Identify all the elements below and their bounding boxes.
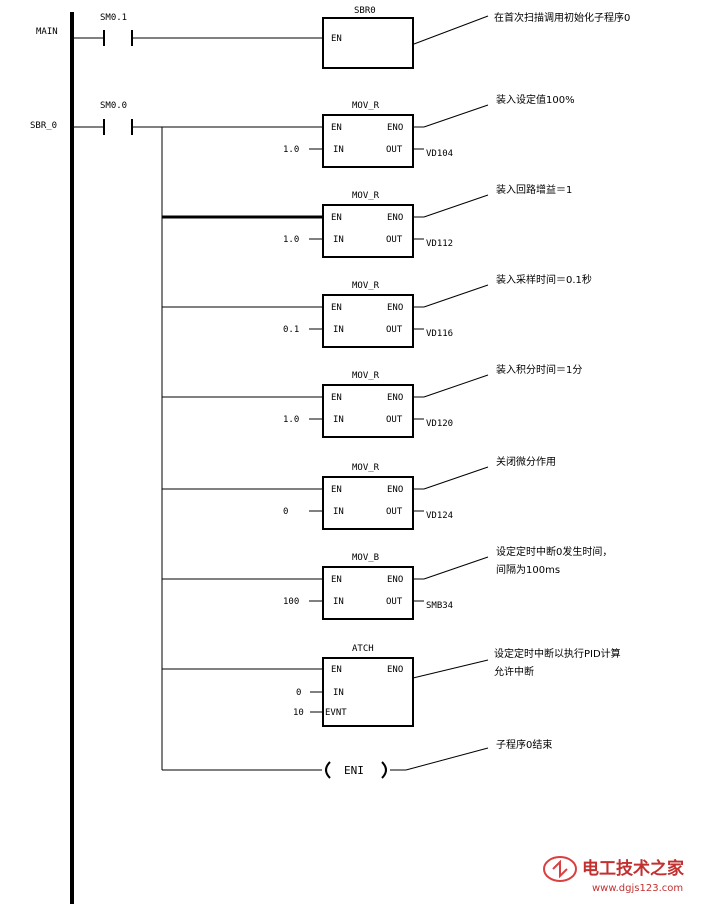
move-block-out-label: OUT (386, 325, 403, 335)
watermark-logo: 电工技术之家 www.dgjs123.com (543, 856, 684, 894)
move-block-eno-label: ENO (387, 213, 403, 223)
main-comment: 在首次扫描调用初始化子程序0 (494, 11, 630, 24)
main-rail-label: MAIN (36, 27, 58, 37)
atch-eno-label: ENO (387, 665, 403, 675)
atch-evnt-label: EVNT (325, 708, 347, 718)
move-block-out-label: OUT (386, 145, 403, 155)
move-block-title: MOV_R (352, 101, 380, 111)
move-block-box (322, 384, 414, 438)
move-block-4: MOV_R EN ENO IN OUT 1.0 VD120 装入积分时间＝1分 (162, 363, 582, 438)
move-block-en-label: EN (331, 393, 342, 403)
move-block-title: MOV_R (352, 371, 380, 381)
eni-coil-label: ENI (344, 764, 364, 777)
move-block-box (322, 566, 414, 620)
sbr0-block-title: SBR0 (354, 6, 376, 16)
watermark-url: www.dgjs123.com (592, 883, 683, 894)
move-block-in-label: IN (333, 235, 344, 245)
sbr0-en-label: EN (331, 34, 342, 44)
move-block-in-label: IN (333, 507, 344, 517)
move-block-out-label: OUT (386, 235, 403, 245)
move-block-eno-label: ENO (387, 123, 403, 133)
move-block-in-value: 1.0 (283, 235, 299, 245)
eni-coil-left (325, 761, 331, 779)
move-block-eno-label: ENO (387, 393, 403, 403)
move-block-comment-leader (423, 104, 489, 128)
eni-coil-right (381, 761, 387, 779)
move-block-in-value: 0.1 (283, 325, 299, 335)
atch-block-title: ATCH (352, 644, 374, 654)
move-block-box (322, 476, 414, 530)
atch-in-value: 0 (296, 688, 301, 698)
sbr0-rail-label: SBR_0 (30, 121, 57, 131)
move-block-en-label: EN (331, 213, 342, 223)
atch-in-label: IN (333, 688, 344, 698)
move-block-out-value: VD104 (426, 149, 453, 159)
move-block-in-label: IN (333, 415, 344, 425)
move-block-title: MOV_R (352, 463, 380, 473)
watermark-title: 电工技术之家 (582, 858, 684, 879)
eni-comment: 子程序0结束 (496, 738, 552, 751)
move-block-eno-label: ENO (387, 485, 403, 495)
move-block-comment-line-1: 装入积分时间＝1分 (496, 363, 582, 376)
move-block-comment-leader (423, 556, 489, 580)
move-block-comment-leader (423, 284, 489, 308)
move-block-out-value: VD124 (426, 511, 453, 521)
main-comment-leader (413, 15, 489, 45)
move-block-eno-label: ENO (387, 575, 403, 585)
move-block-comment-line-1: 设定定时中断0发生时间， (496, 545, 612, 558)
move-block-comment-line-2: 间隔为100ms (496, 563, 560, 576)
move-block-2: MOV_R EN ENO IN OUT 1.0 VD112 装入回路增益＝1 (162, 183, 572, 258)
move-block-comment-line-1: 装入采样时间＝0.1秒 (496, 273, 592, 286)
move-block-comment-leader (423, 374, 489, 398)
contact-sm01-label: SM0.1 (100, 13, 127, 23)
move-block-in-label: IN (333, 597, 344, 607)
move-block-box (322, 114, 414, 168)
move-block-comment-line-1: 装入设定值100% (496, 93, 575, 106)
move-block-box (322, 204, 414, 258)
move-block-out-value: VD116 (426, 329, 453, 339)
main-rung: MAIN SM0.1 SBR0 EN 在首次扫描调用初始化子程序0 (36, 6, 630, 69)
move-block-in-label: IN (333, 145, 344, 155)
sbr0-call-block (322, 17, 414, 69)
move-block-5: MOV_R EN ENO IN OUT 0 VD124 关闭微分作用 (162, 455, 556, 530)
move-block-out-value: SMB34 (426, 601, 453, 611)
move-block-en-label: EN (331, 123, 342, 133)
move-block-6: MOV_B EN ENO IN OUT 100 SMB34 设定定时中断0发生时间， 间隔为10… (162, 545, 612, 620)
move-block-comment-line-1: 关闭微分作用 (496, 455, 556, 468)
eni-comment-leader (405, 747, 489, 771)
contact-sm00-label: SM0.0 (100, 101, 127, 111)
move-block-eno-label: ENO (387, 303, 403, 313)
move-block-box (322, 294, 414, 348)
move-block-3: MOV_R EN ENO IN OUT 0.1 VD116 装入采样时间＝0.1秒 (162, 273, 592, 348)
move-block-in-value: 0 (283, 507, 288, 517)
move-block-out-label: OUT (386, 507, 403, 517)
move-block-in-label: IN (333, 325, 344, 335)
sbr0-rung: SBR_0 SM0.0 (30, 101, 323, 770)
move-block-comment-leader (423, 194, 489, 218)
move-block-title: MOV_B (352, 553, 379, 563)
move-block-en-label: EN (331, 303, 342, 313)
atch-rung: ATCH EN ENO IN EVNT 0 10 设定定时中断以执行PID计算 … (162, 644, 621, 727)
move-block-in-value: 1.0 (283, 415, 299, 425)
move-block-in-value: 1.0 (283, 145, 299, 155)
atch-en-label: EN (331, 665, 342, 675)
atch-comment-line-1: 设定定时中断以执行PID计算 (494, 647, 621, 660)
atch-evnt-value: 10 (293, 708, 304, 718)
move-block-out-label: OUT (386, 415, 403, 425)
eni-rung: ENI 子程序0结束 (162, 738, 552, 779)
move-blocks-group: MOV_R EN ENO IN OUT 1.0 VD104 装入设定值100% MOV_R EN E… (162, 93, 612, 620)
move-block-in-value: 100 (283, 597, 299, 607)
move-block-1: MOV_R EN ENO IN OUT 1.0 VD104 装入设定值100% (283, 93, 575, 168)
move-block-comment-line-1: 装入回路增益＝1 (496, 183, 572, 196)
move-block-out-value: VD112 (426, 239, 453, 249)
move-block-out-value: VD120 (426, 419, 453, 429)
move-block-en-label: EN (331, 485, 342, 495)
move-block-out-label: OUT (386, 597, 403, 607)
move-block-title: MOV_R (352, 191, 380, 201)
move-block-comment-leader (423, 466, 489, 490)
move-block-en-label: EN (331, 575, 342, 585)
move-block-title: MOV_R (352, 281, 380, 291)
atch-comment-line-2: 允许中断 (494, 665, 534, 678)
